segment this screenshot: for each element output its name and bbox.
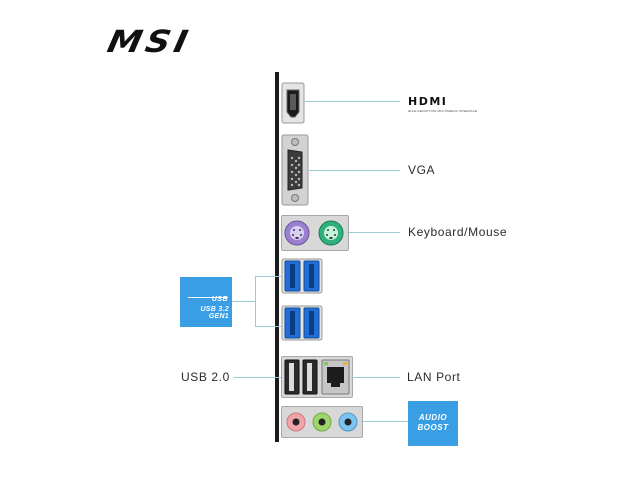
usb32-bracket-link (232, 301, 255, 302)
hdmi-port (281, 82, 305, 129)
usb32-badge-line1: USB (211, 296, 228, 303)
usb32-bracket-vertical (255, 276, 256, 327)
usb32-ports-bottom-icon (281, 305, 323, 341)
vga-callout-line (309, 170, 400, 171)
hdmi-sub-label: HIGH-DEFINITION MULTIMEDIA INTERFACE (408, 109, 478, 113)
ps2-callout-line (347, 232, 400, 233)
usb2-label: USB 2.0 (181, 370, 230, 384)
usb32-gen1-badge: USB USB 3.2 GEN1 (180, 277, 232, 327)
hdmi-port-icon (281, 82, 305, 124)
lan-callout-line (351, 377, 400, 378)
usb32-stack-bottom (281, 305, 323, 346)
ps2-plate (281, 215, 349, 251)
keyboard-mouse-label: Keyboard/Mouse (408, 225, 508, 239)
audio-badge-line1: AUDIO (418, 413, 448, 422)
audio-jacks-icon (286, 412, 358, 432)
vga-port-icon (281, 134, 309, 206)
audio-callout-line (361, 421, 408, 422)
usb32-ports-top-icon (281, 258, 323, 294)
vga-label: VGA (408, 163, 436, 177)
usb32-bracket-bottom (255, 326, 281, 327)
usb2-lan-ports-icon (284, 359, 350, 395)
audio-badge-line2: BOOST (417, 423, 449, 432)
io-shield-bar (275, 72, 279, 442)
audio-plate (281, 406, 363, 438)
usb2-callout-line (234, 377, 281, 378)
ps2-ports-icon (284, 220, 344, 246)
usb32-badge-rule (188, 297, 228, 298)
hdmi-label: HDMI (408, 95, 448, 108)
audio-boost-badge: AUDIO BOOST (408, 401, 458, 446)
usb32-badge-line2: USB 3.2 GEN1 (200, 306, 229, 320)
usb32-stack-top (281, 258, 323, 299)
hdmi-callout-line (305, 101, 400, 102)
lan-port-label: LAN Port (407, 370, 461, 384)
msi-logo: MSI (104, 24, 195, 60)
usb2-lan-plate (281, 356, 353, 398)
usb32-bracket-top (255, 276, 281, 277)
vga-port (281, 134, 309, 211)
